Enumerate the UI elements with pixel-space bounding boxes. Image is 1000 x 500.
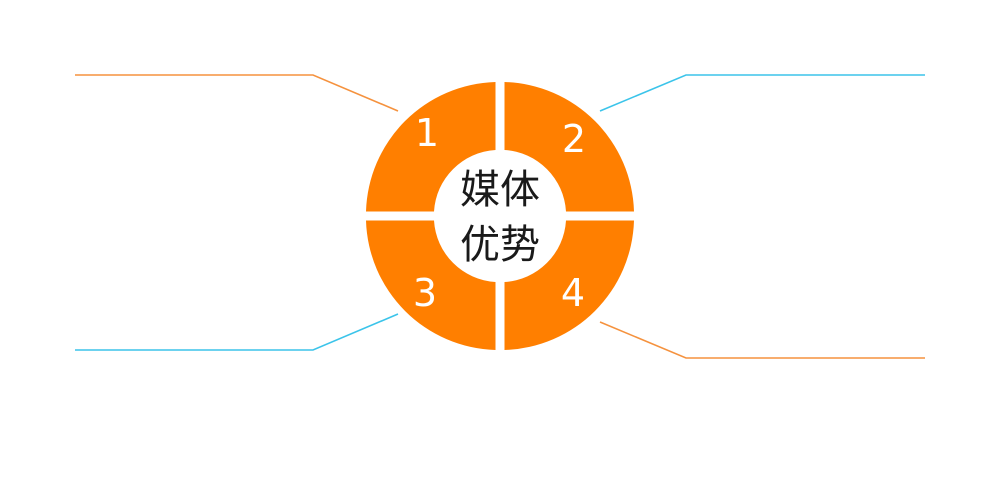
connector-line-2 — [599, 74, 925, 112]
ring-segment-2 — [504, 82, 634, 212]
ring-segment-1 — [366, 82, 496, 212]
segment-number-4: 4 — [561, 271, 585, 315]
center-disc — [436, 152, 564, 280]
connector-line-4 — [599, 321, 925, 359]
connector-line-3 — [75, 313, 399, 351]
center-title-line-1: 媒体 — [460, 167, 540, 213]
ring-segment-4 — [504, 220, 634, 350]
segment-number-1: 1 — [415, 111, 439, 155]
ring — [366, 82, 634, 350]
connector-line-1 — [75, 74, 399, 112]
segment-number-3: 3 — [413, 271, 437, 315]
ring-segment-3 — [366, 220, 496, 350]
segment-number-2: 2 — [562, 117, 586, 161]
center-title-line-2: 优势 — [460, 222, 540, 268]
